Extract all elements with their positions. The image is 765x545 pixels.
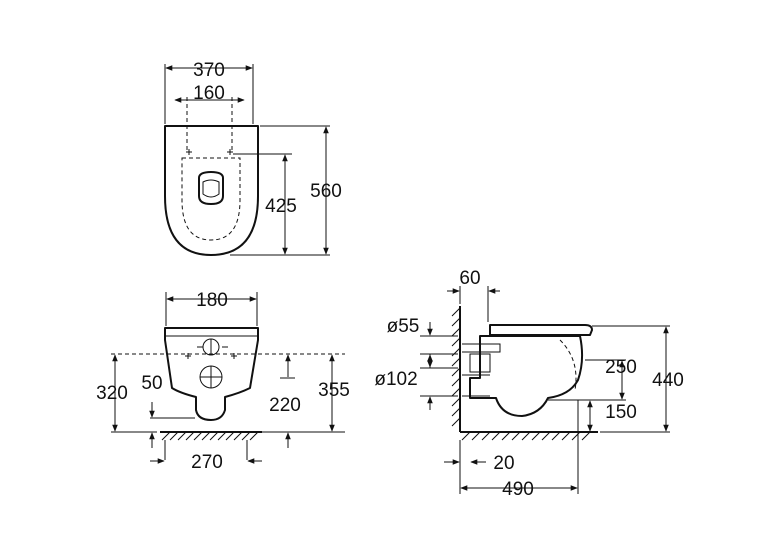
front-fixing-180: 180 bbox=[196, 290, 228, 311]
front-outlet-50: 50 bbox=[141, 373, 162, 394]
top-view-outlet bbox=[198, 171, 224, 205]
front-view: 180 320 50 220 355 270 bbox=[96, 290, 350, 473]
top-view-fixing-points bbox=[186, 149, 233, 155]
front-bowl-220: 220 bbox=[269, 395, 301, 416]
side-view-bowl bbox=[469, 335, 584, 417]
side-outlet-center-150: 150 bbox=[605, 402, 637, 423]
front-fixing-height-320: 320 bbox=[96, 383, 128, 404]
top-view: 370 160 425 560 bbox=[164, 60, 342, 256]
side-view: 60 ø55 ø102 250 440 150 20 490 bbox=[374, 268, 684, 500]
side-view-inlet-pipe bbox=[462, 343, 501, 353]
top-fixing-to-front-425: 425 bbox=[265, 196, 297, 217]
side-projection-490: 490 bbox=[502, 479, 534, 500]
side-wall-gap-60: 60 bbox=[459, 268, 480, 289]
side-view-floor-hatch bbox=[461, 431, 591, 441]
front-view-bowl-outline bbox=[164, 327, 259, 421]
front-rim-355: 355 bbox=[318, 380, 350, 401]
side-outlet-dia-102: ø102 bbox=[374, 369, 417, 390]
top-fixing-160: 160 bbox=[193, 83, 225, 104]
top-view-bowl-outline bbox=[164, 125, 259, 256]
front-view-floor-hatch bbox=[161, 431, 259, 441]
top-width-370: 370 bbox=[193, 60, 225, 81]
side-overall-height-440: 440 bbox=[652, 370, 684, 391]
side-view-outlet-pipe bbox=[462, 374, 490, 397]
top-view-seat-inner bbox=[181, 157, 241, 241]
top-length-560: 560 bbox=[310, 181, 342, 202]
side-wall-offset-20: 20 bbox=[493, 453, 514, 474]
front-base-270: 270 bbox=[191, 452, 223, 473]
side-view-wall-hatch bbox=[451, 307, 461, 427]
side-inlet-height-250: 250 bbox=[605, 357, 637, 378]
side-inlet-dia-55: ø55 bbox=[387, 316, 420, 337]
side-view-seat bbox=[489, 324, 593, 336]
